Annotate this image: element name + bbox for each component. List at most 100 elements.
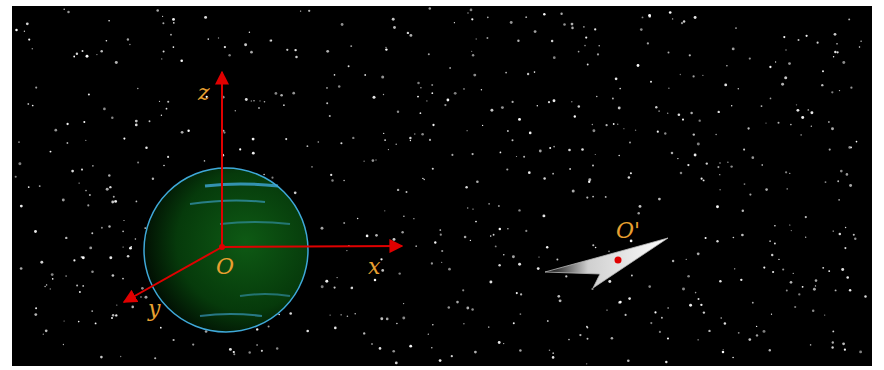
star [259, 100, 260, 101]
star [723, 349, 724, 350]
star [667, 337, 669, 339]
star [498, 264, 500, 266]
star [546, 246, 548, 248]
star [78, 321, 80, 323]
star [334, 74, 336, 76]
star [553, 146, 555, 148]
star [334, 327, 337, 330]
star [35, 307, 37, 309]
planet [144, 168, 308, 332]
star [481, 89, 482, 90]
star [308, 10, 310, 12]
star [655, 106, 657, 108]
star [289, 312, 292, 315]
star [672, 260, 674, 262]
star [751, 156, 754, 159]
star [668, 51, 670, 53]
starfield [15, 7, 867, 364]
star [145, 296, 148, 299]
star [587, 64, 589, 66]
star [588, 178, 591, 181]
star [505, 72, 507, 74]
star [256, 328, 258, 330]
star [285, 138, 287, 140]
star [741, 234, 744, 237]
star [113, 196, 115, 198]
star [559, 299, 562, 302]
star [135, 120, 138, 123]
star [657, 131, 659, 133]
star [250, 51, 253, 54]
star [777, 122, 779, 124]
star [396, 323, 397, 324]
star [439, 359, 442, 362]
star [454, 22, 455, 23]
star [705, 237, 707, 239]
star [276, 347, 278, 349]
star [334, 287, 336, 289]
star [812, 310, 815, 313]
star [771, 254, 773, 256]
star [18, 141, 20, 143]
star [543, 13, 546, 16]
star [587, 338, 589, 340]
star [796, 109, 799, 112]
star [553, 56, 556, 59]
star [63, 8, 65, 10]
star [568, 339, 570, 341]
star [835, 289, 837, 291]
star [817, 42, 819, 44]
star [364, 74, 366, 76]
star [423, 179, 425, 181]
star [734, 268, 735, 269]
space-background [12, 6, 872, 366]
origin-dot [219, 244, 225, 250]
star [79, 291, 81, 293]
star [409, 345, 412, 348]
star [204, 16, 207, 19]
star [111, 201, 114, 204]
star [658, 110, 660, 112]
star [40, 261, 43, 264]
star [527, 73, 529, 75]
star [525, 230, 527, 232]
star [398, 272, 400, 274]
star [383, 94, 384, 95]
star [512, 101, 514, 103]
star [828, 270, 830, 272]
star [395, 144, 397, 146]
star [586, 363, 587, 364]
star [539, 150, 542, 153]
star [251, 100, 252, 101]
star [805, 237, 806, 238]
star [807, 109, 809, 111]
star [702, 75, 703, 76]
star [831, 346, 833, 348]
star [482, 125, 483, 126]
star [122, 246, 123, 247]
star [228, 54, 230, 56]
star [854, 238, 856, 240]
star [35, 87, 37, 89]
star [161, 58, 162, 59]
star [681, 22, 683, 24]
star [495, 245, 497, 247]
spaceship [545, 238, 668, 288]
star [417, 96, 419, 98]
star [537, 267, 540, 270]
star [824, 314, 825, 315]
star [295, 56, 298, 59]
star [163, 165, 165, 167]
star [516, 292, 518, 294]
star [409, 137, 411, 139]
star [510, 21, 513, 24]
star [283, 104, 285, 106]
star [833, 56, 834, 57]
star [65, 237, 67, 239]
star [722, 351, 725, 354]
star [800, 134, 801, 135]
star [520, 293, 522, 295]
star [375, 234, 378, 237]
star [65, 275, 67, 277]
